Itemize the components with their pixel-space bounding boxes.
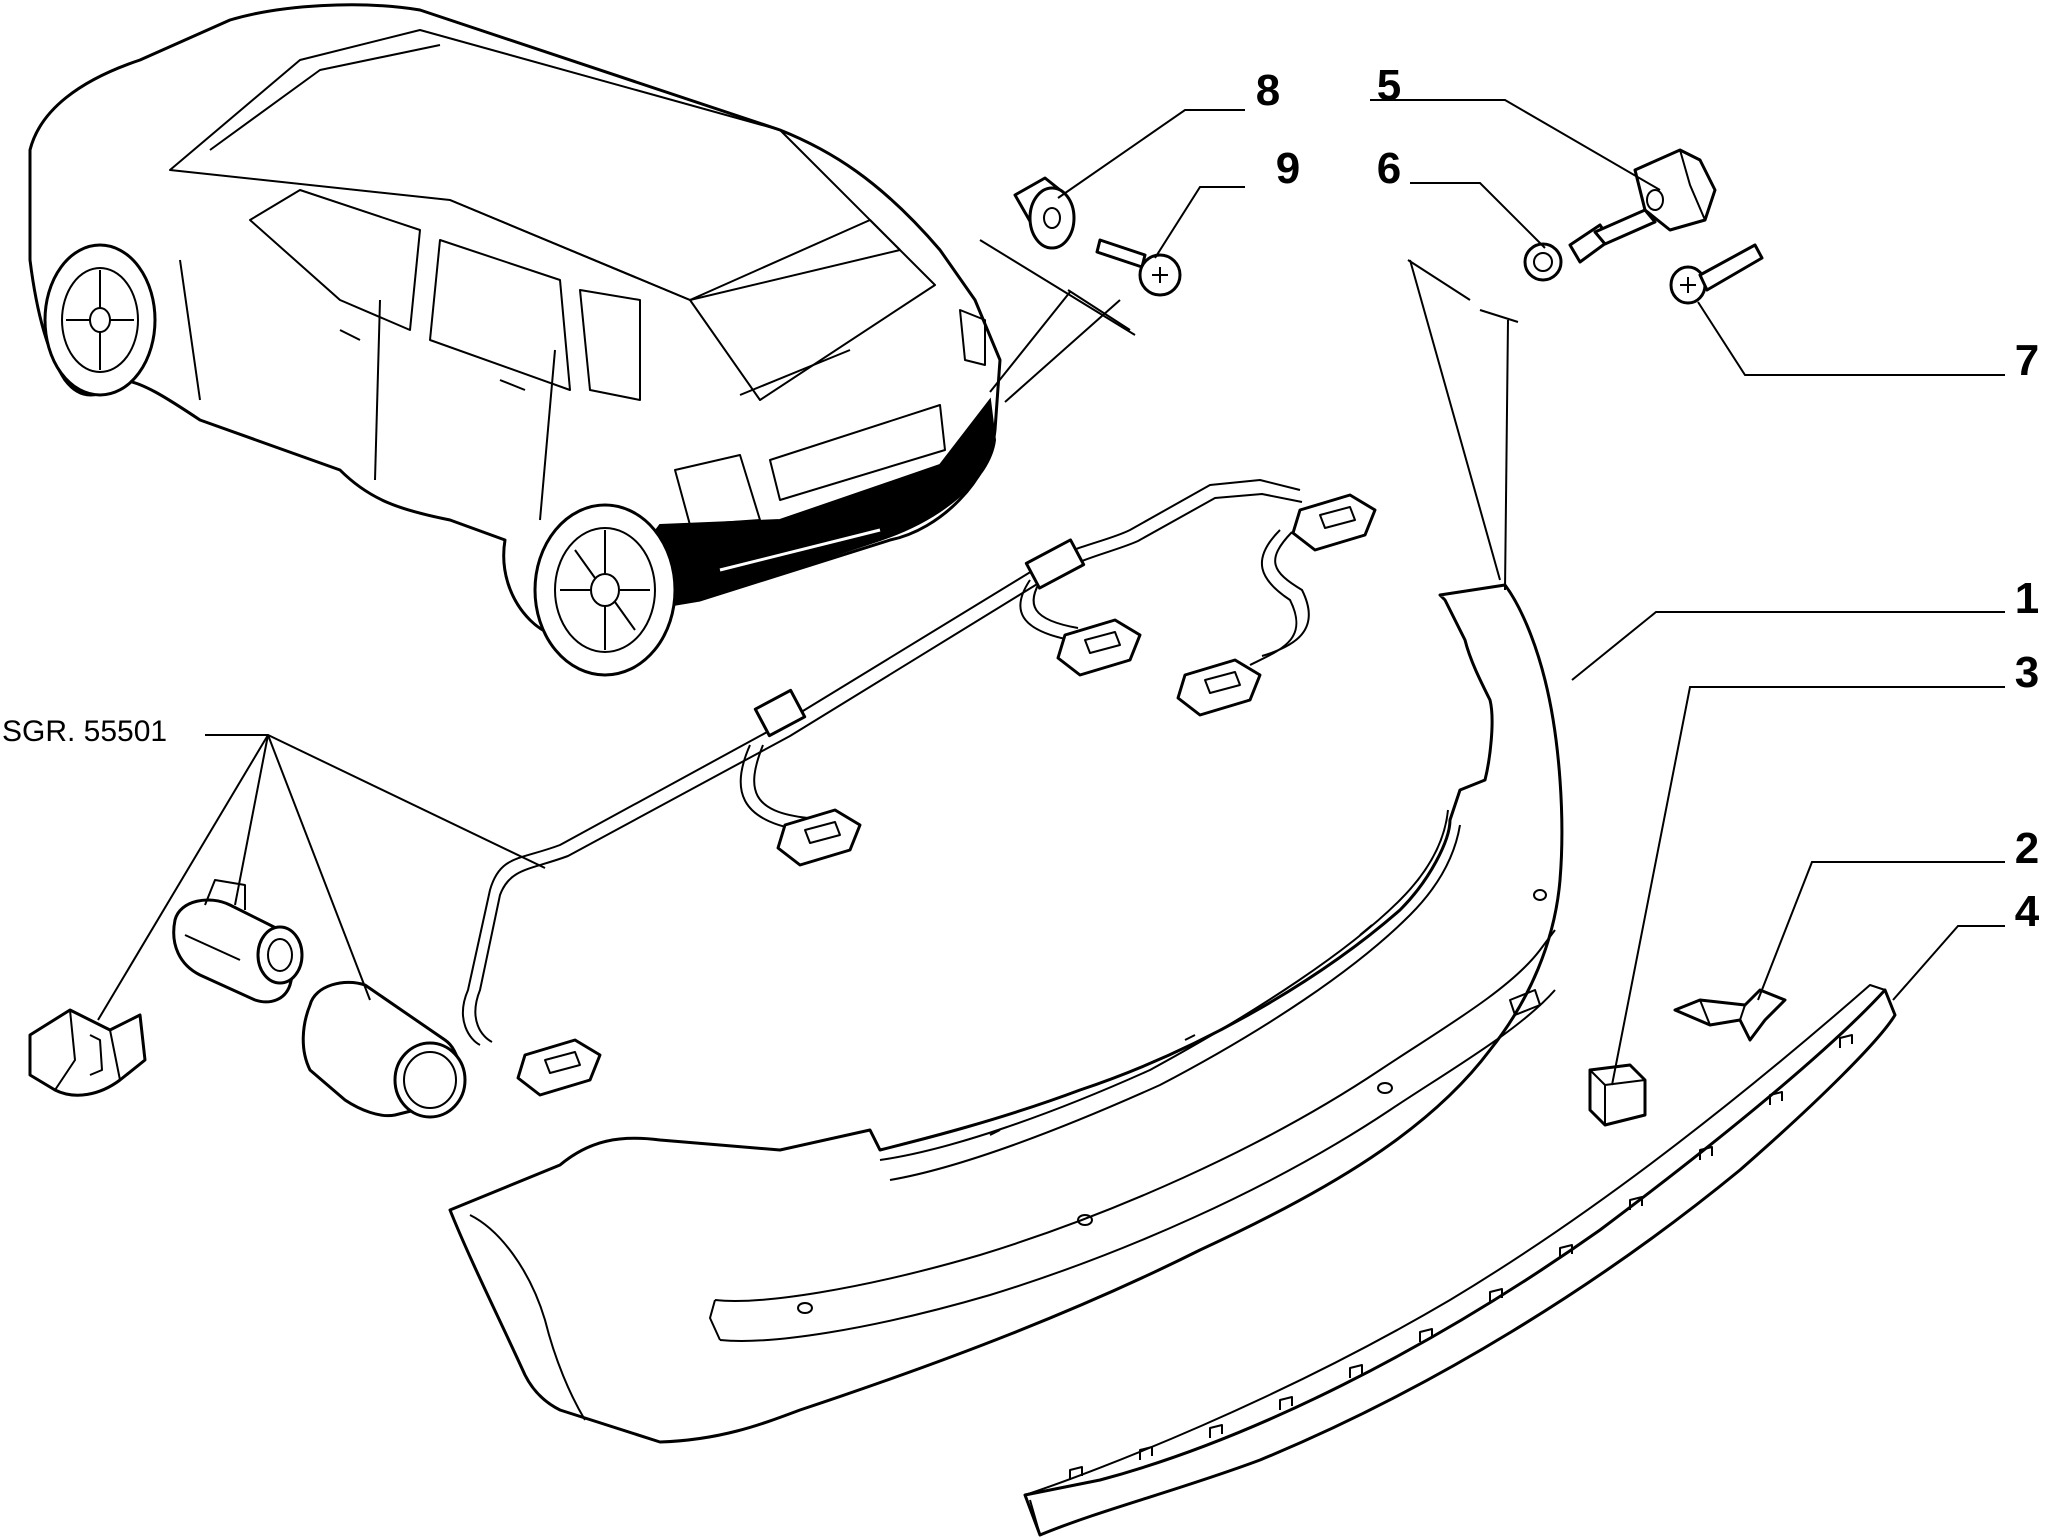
spacer-block [1588, 1063, 1647, 1127]
callout-labels: 8 9 5 6 7 1 3 2 4 SGR. 55501 [2, 61, 2040, 936]
harness-connector [1056, 618, 1142, 677]
sensor-sleeve [301, 980, 467, 1119]
screw [1669, 243, 1764, 305]
reference-label: SGR. 55501 [2, 715, 167, 748]
harness-connector [516, 1038, 602, 1097]
callout-7: 7 [2015, 336, 2039, 385]
parking-sensor [172, 879, 304, 1004]
push-rivet [1013, 176, 1076, 250]
leader-lines [97, 99, 2005, 1086]
car-illustration [28, 3, 1002, 677]
tapping-screw [1095, 238, 1182, 297]
callout-5: 5 [1377, 61, 1401, 110]
harness-connector [1291, 493, 1377, 552]
harness-connector [1176, 658, 1262, 717]
harness-connector [776, 808, 862, 867]
lower-trim-strip [1023, 984, 1897, 1537]
sensor-wiring-harness [462, 479, 1377, 1097]
callout-4: 4 [2015, 887, 2040, 936]
flange-bolt [1523, 208, 1657, 282]
callout-8: 8 [1256, 66, 1280, 115]
front-wheel [43, 243, 157, 397]
rear-bumper-cover [448, 583, 1564, 1444]
rear-wheel [533, 503, 677, 677]
mounting-bracket [1673, 988, 1787, 1042]
callout-6: 6 [1377, 144, 1401, 193]
clip-nut [1633, 148, 1717, 232]
callout-3: 3 [2015, 648, 2039, 697]
callout-2: 2 [2015, 824, 2039, 873]
callout-1: 1 [2015, 574, 2039, 623]
sensor-bracket-clip [28, 1008, 147, 1097]
callout-9: 9 [1276, 144, 1300, 193]
